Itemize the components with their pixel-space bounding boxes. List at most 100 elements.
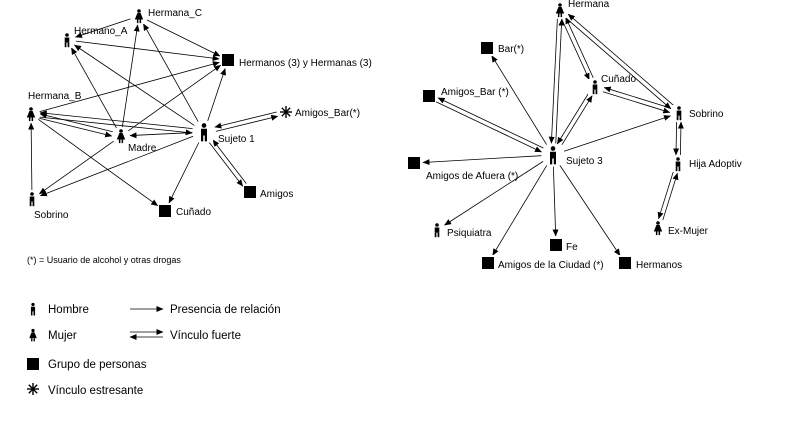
node-label-sobrino1: Sobrino [34,210,69,221]
square-icon [481,255,495,271]
male-icon [60,32,74,48]
node-label-psiquiatra: Psiquiatra [447,228,492,239]
legend-label-presencia: Presencia de relación [170,304,281,316]
square-icon [618,255,632,271]
node-label-fe: Fe [566,242,578,253]
legend-label-grupo: Grupo de personas [48,359,147,371]
legend-item-estresante: Vínculo estresante [27,383,143,397]
edge-sujeto1-cunado1 [168,142,200,204]
square-icon [27,358,39,370]
edge-hija-ex_mujer [657,171,679,221]
legend: Hombre Mujer Grupo de personas Vínculo e… [27,302,281,397]
male-icon [194,121,214,143]
edge-sujeto3-fe [552,166,559,237]
edge-sujeto1-hermanos [207,68,226,122]
edge-madre-hermanos [128,64,222,132]
male-icon [430,222,444,238]
male-icon [672,105,686,121]
node-label-hermanos3: Hermanos [636,260,682,271]
legend-label-hombre: Hombre [48,304,89,316]
male-icon [25,191,39,207]
female-icon [553,2,567,18]
edges-layer [28,13,684,256]
edge-sujeto1-amigos_bar [214,111,279,132]
asterisk-icon [27,383,39,395]
male-icon [543,144,563,166]
edge-sujeto3-hermana [548,18,565,144]
node-label-amigos: Amigos [260,189,293,200]
edge-madre-hermano_a [71,47,117,129]
node-label-amigos_bar: Amigos_Bar(*) [295,108,360,119]
edge-sobrino3-hija [673,121,684,156]
female-icon [651,220,665,236]
footnote: (*) = Usuario de alcohol y otras drogas [27,255,181,265]
edge-sujeto3-amigos_afuera [422,155,542,166]
edge-sujeto1-sobrino1 [39,135,194,197]
edge-hermana-sobrino3 [565,13,674,110]
edge-sujeto3-cunado3 [556,93,593,147]
edge-sujeto1-hermana_c [143,23,199,122]
node-label-amigos_bar3: Amigos_Bar (*) [441,87,509,98]
square-icon [158,203,172,219]
edge-sujeto3-amigos_bar3 [436,97,544,153]
edge-hermana_b-hermanos [39,61,220,113]
node-label-hermanos: Hermanos (3) y Hermanas (3) [239,58,372,69]
edge-madre-hermana_b [39,112,113,138]
node-label-hermano_a: Hermano_A [74,26,128,37]
female-icon [29,328,37,342]
square-icon [422,88,436,104]
node-label-amigos_afuera: Amigos de Afuera (*) [426,171,518,182]
edge-madre-sobrino1 [38,140,114,195]
node-label-sujeto1: Sujeto 1 [218,134,255,145]
node-label-hija: Hija Adoptiv [689,159,742,170]
legend-label-mujer: Mujer [48,330,77,342]
edge-sujeto3-amigos_ciudad [492,164,548,256]
node-label-cunado3: Cuñado [601,74,636,85]
node-label-bar: Bar(*) [498,44,524,55]
edge-madre-hermana_c [121,24,140,128]
asterisk-icon [279,104,293,120]
square-icon [480,40,494,56]
node-label-sobrino3: Sobrino [689,109,724,120]
edge-hermana-cunado3 [561,16,594,81]
edge-cunado3-sobrino3 [602,86,672,114]
legend-label-estresante: Vínculo estresante [48,385,143,397]
male-icon [30,302,36,316]
edge-hermana_c-hermanos [146,19,221,57]
legend-item-presencia: Presencia de relación [130,304,281,316]
node-label-ex_mujer: Ex-Mujer [668,226,709,237]
edge-sujeto1-madre [129,132,193,139]
edge-sujeto3-hermanos3 [559,164,621,256]
square-icon [221,52,235,68]
female-icon [24,106,38,122]
male-icon [588,79,602,95]
edge-sujeto1-hermano_a [74,44,195,126]
nodes-layer [24,2,686,271]
legend-item-mujer: Mujer [29,328,77,342]
edge-sujeto3-bar [491,55,548,146]
node-label-cunado1: Cuñado [176,207,211,218]
female-icon [132,8,146,24]
edge-hermano_a-hermanos [75,40,220,62]
square-icon [549,237,563,253]
edge-sobrino1-hermana_b [28,122,35,191]
square-icon [243,184,257,200]
edge-sujeto1-amigos [209,139,247,187]
edge-hermana_c-hermano_a [75,18,131,38]
edge-sujeto3-psiquiatra [444,161,544,226]
legend-item-grupo: Grupo de personas [27,358,147,371]
node-label-amigos_ciudad: Amigos de la Ciudad (*) [498,260,604,271]
square-icon [407,155,421,171]
female-icon [114,128,128,144]
double-arrow-icon [129,329,164,340]
node-label-hermana_b: Hermana_B [28,91,82,102]
legend-label-fuerte: Vínculo fuerte [170,330,241,342]
node-label-madre: Madre [128,143,157,154]
edge-sujeto3-sobrino3 [563,115,671,152]
legend-item-fuerte: Vínculo fuerte [129,329,241,342]
legend-item-hombre: Hombre [30,302,89,316]
edge-hermana_b-cunado1 [38,118,159,207]
male-icon [671,156,685,172]
